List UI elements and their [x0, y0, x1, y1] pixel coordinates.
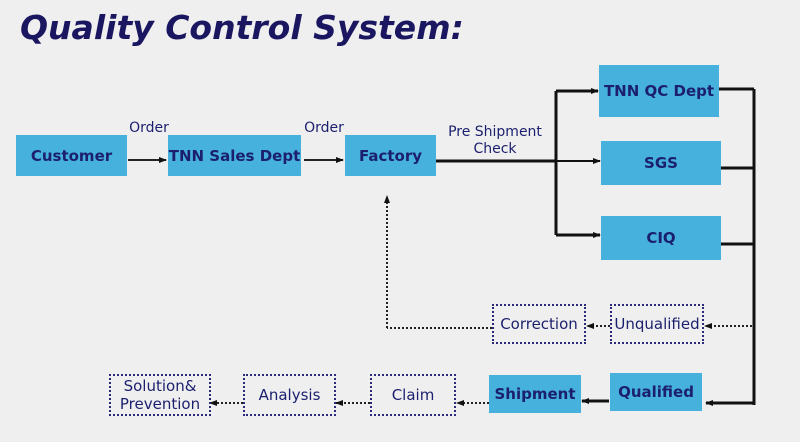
- solution-line1: Solution&: [123, 377, 197, 395]
- node-analysis: Analysis: [243, 374, 336, 416]
- node-sales-dept: TNN Sales Dept: [168, 135, 301, 176]
- edge-label-pre-shipment: Pre Shipment Check: [440, 124, 550, 158]
- node-solution-prevention: Solution& Prevention: [109, 374, 211, 416]
- node-correction: Correction: [492, 304, 586, 344]
- edge-label-order-1: Order: [129, 120, 169, 136]
- pre-shipment-line2: Check: [473, 141, 517, 157]
- node-ciq: CIQ: [601, 216, 721, 260]
- node-factory: Factory: [345, 135, 436, 176]
- page-title: Quality Control System:: [20, 8, 464, 47]
- edge-label-order-2: Order: [304, 120, 344, 136]
- node-qc-dept: TNN QC Dept: [599, 65, 719, 117]
- node-qualified: Qualified: [610, 373, 702, 411]
- node-shipment: Shipment: [489, 375, 581, 413]
- node-claim: Claim: [370, 374, 456, 416]
- pre-shipment-line1: Pre Shipment: [448, 124, 542, 140]
- solution-line2: Prevention: [119, 395, 201, 413]
- node-unqualified: Unqualified: [610, 304, 704, 344]
- node-customer: Customer: [16, 135, 127, 176]
- node-sgs: SGS: [601, 141, 721, 185]
